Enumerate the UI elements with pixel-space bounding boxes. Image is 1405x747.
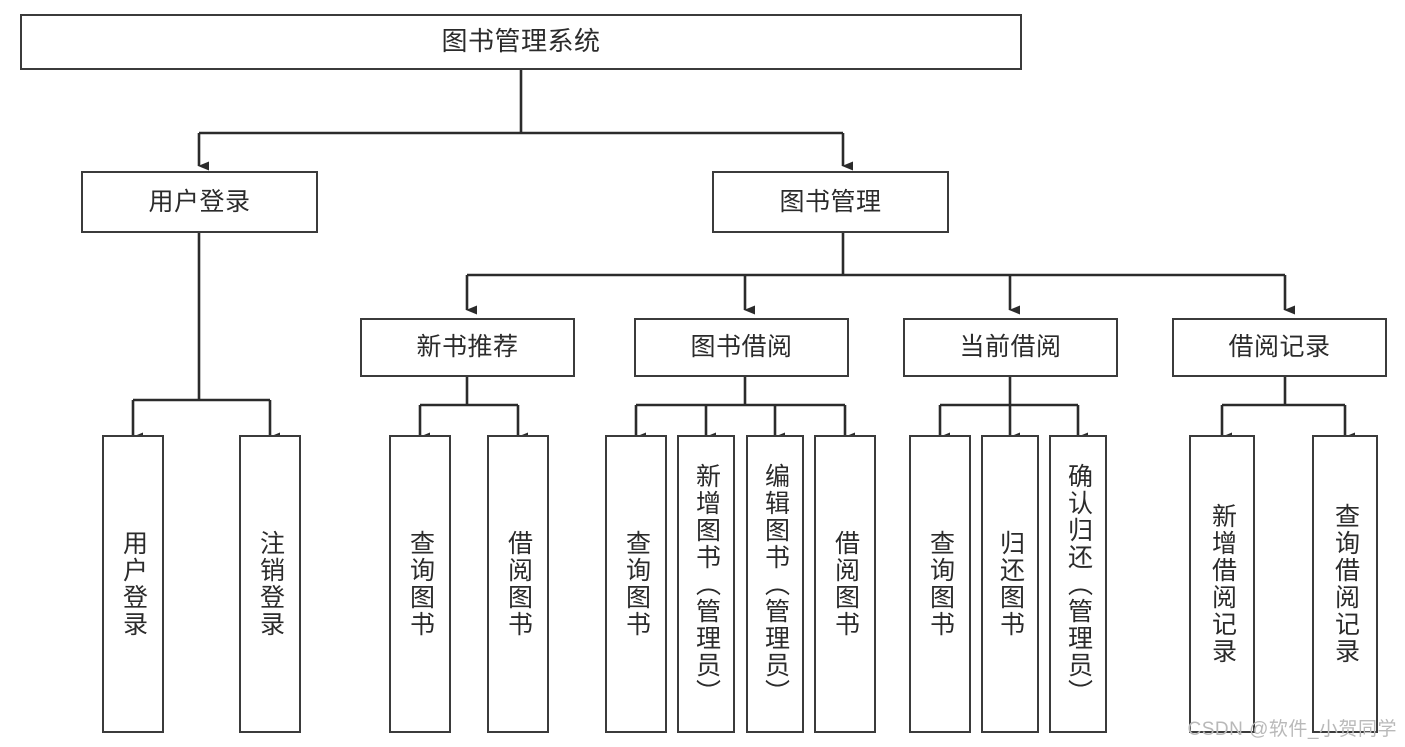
leaf-user-login-logout[interactable]: 注销登录 <box>239 435 301 733</box>
node-label: 注销登录 <box>256 530 285 638</box>
leaf-current-borrow-query[interactable]: 查询图书 <box>909 435 971 733</box>
node-label: 编辑图书（管理员） <box>761 462 790 706</box>
leaf-book-borrow-edit[interactable]: 编辑图书（管理员） <box>746 435 804 733</box>
node-label: 用户登录 <box>148 187 251 216</box>
node-label: 新增图书（管理员） <box>692 462 721 706</box>
leaf-current-borrow-confirm-return[interactable]: 确认归还（管理员） <box>1049 435 1107 733</box>
node-label: 借阅图书 <box>831 530 860 638</box>
leaf-new-book-borrow[interactable]: 借阅图书 <box>487 435 549 733</box>
node-label: 当前借阅 <box>959 333 1062 362</box>
node-user-login[interactable]: 用户登录 <box>81 171 318 233</box>
leaf-borrow-records-query[interactable]: 查询借阅记录 <box>1312 435 1378 733</box>
node-label: 归还图书 <box>996 530 1025 638</box>
leaf-book-borrow-borrow[interactable]: 借阅图书 <box>814 435 876 733</box>
node-label: 图书借阅 <box>690 333 793 362</box>
node-label: 确认归还（管理员） <box>1064 462 1093 706</box>
node-label: 借阅图书 <box>504 530 533 638</box>
node-label: 图书管理 <box>779 187 882 216</box>
node-label: 借阅记录 <box>1228 333 1331 362</box>
node-label: 用户登录 <box>119 530 148 638</box>
node-label: 查询借阅记录 <box>1331 503 1360 665</box>
leaf-user-login-login[interactable]: 用户登录 <box>102 435 164 733</box>
node-new-book-recommend[interactable]: 新书推荐 <box>360 318 575 377</box>
node-borrow-records[interactable]: 借阅记录 <box>1172 318 1387 377</box>
leaf-book-borrow-add[interactable]: 新增图书（管理员） <box>677 435 735 733</box>
node-label: 新增借阅记录 <box>1208 503 1237 665</box>
node-book-borrow[interactable]: 图书借阅 <box>634 318 849 377</box>
node-book-management[interactable]: 图书管理 <box>712 171 949 233</box>
node-label: 查询图书 <box>926 530 955 638</box>
watermark: CSDN @软件_小贺同学 <box>1187 719 1397 740</box>
node-label: 新书推荐 <box>416 333 519 362</box>
node-label: 查询图书 <box>622 530 651 638</box>
node-root-book-management-system[interactable]: 图书管理系统 <box>20 14 1022 70</box>
leaf-book-borrow-query[interactable]: 查询图书 <box>605 435 667 733</box>
node-label: 查询图书 <box>406 530 435 638</box>
node-label: 图书管理系统 <box>441 26 601 57</box>
node-current-borrow[interactable]: 当前借阅 <box>903 318 1118 377</box>
leaf-borrow-records-add[interactable]: 新增借阅记录 <box>1189 435 1255 733</box>
leaf-new-book-query[interactable]: 查询图书 <box>389 435 451 733</box>
leaf-current-borrow-return[interactable]: 归还图书 <box>981 435 1039 733</box>
